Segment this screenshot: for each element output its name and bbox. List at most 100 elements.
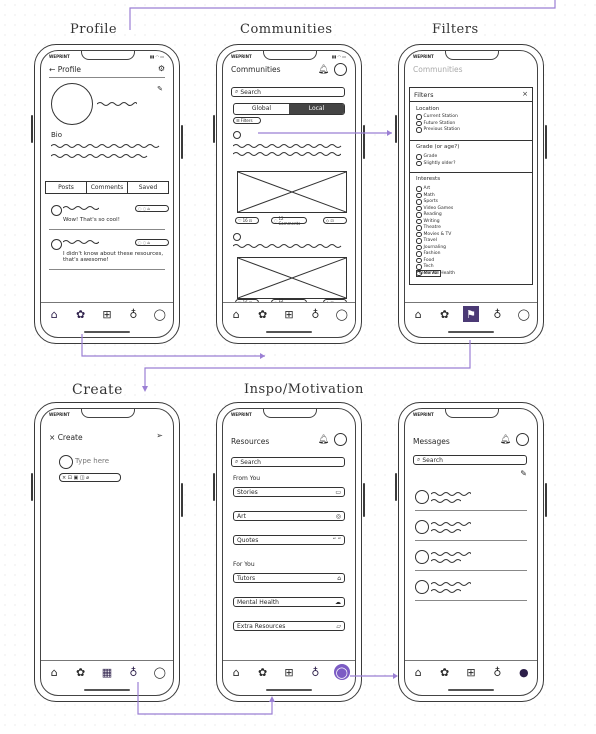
radio-option[interactable]: Future Station	[416, 120, 460, 126]
attachment-toolbar[interactable]: × ⊡ ▣ ◫ ⌀	[59, 473, 121, 482]
community-icon[interactable]: ✿	[257, 665, 268, 679]
bulb-icon[interactable]: ♁	[493, 307, 502, 321]
search-input[interactable]: ⌕Search	[231, 457, 345, 467]
chat-icon[interactable]: ◯	[335, 307, 348, 321]
search-input[interactable]: ⌕Search	[413, 455, 527, 465]
add-icon[interactable]: ⊞	[466, 665, 476, 679]
avatar[interactable]	[334, 63, 347, 76]
clear-all-button[interactable]: Clear All	[416, 270, 441, 277]
close-icon[interactable]: ×	[522, 90, 528, 98]
search-icon: ⌕	[235, 458, 239, 465]
interest-option[interactable]: Writing	[416, 218, 455, 224]
bulb-icon[interactable]: ♁	[129, 665, 138, 679]
list-item[interactable]	[415, 515, 527, 541]
interest-option[interactable]: Movies & TV	[416, 231, 455, 237]
bell-icon[interactable]: 🔔︎	[317, 434, 329, 445]
home-icon[interactable]: ⌂	[414, 665, 422, 679]
comment-actions[interactable]: ◌ ◌ ⌂	[135, 205, 169, 212]
chat-icon[interactable]: ●	[518, 665, 529, 679]
list-item[interactable]	[415, 575, 527, 601]
home-icon[interactable]: ⌂	[232, 665, 240, 679]
radio-option[interactable]: Current Station	[416, 114, 460, 120]
avatar	[51, 239, 62, 250]
interest-option[interactable]: Fashion	[416, 251, 455, 257]
tab-posts[interactable]: Posts	[46, 182, 87, 193]
status-brand: WEPRINT	[49, 54, 70, 59]
title-communities: Communities	[240, 22, 333, 37]
filters-panel: Filters × Location Current Station Futur…	[409, 87, 533, 285]
home-icon[interactable]: ⌂	[50, 665, 58, 679]
section-label: From You	[233, 475, 261, 482]
tab-global[interactable]: Global	[251, 105, 272, 112]
comment-actions[interactable]: ◌ ◌ ⌂	[135, 239, 169, 246]
home-icon[interactable]: ⌂	[50, 307, 58, 321]
close-icon[interactable]: ×	[49, 433, 56, 442]
interest-option[interactable]: Tech	[416, 264, 455, 270]
radio-option[interactable]: Slightly older?	[416, 160, 456, 166]
radio-option[interactable]: Previous Station	[416, 127, 460, 133]
bulb-icon[interactable]: ♁	[493, 665, 502, 679]
community-icon[interactable]: ✿	[75, 307, 86, 321]
radio-option[interactable]: Grade	[416, 154, 456, 160]
avatar[interactable]	[334, 433, 347, 446]
list-item[interactable]	[415, 545, 527, 571]
section-label: Grade (or age?)	[416, 144, 460, 150]
edit-icon[interactable]: ✎	[157, 85, 163, 93]
interest-option[interactable]: Video Games	[416, 205, 455, 211]
resource-extra[interactable]: Extra Resources▱	[233, 621, 345, 631]
resource-tutors[interactable]: Tutors⌂	[233, 573, 345, 583]
interest-option[interactable]: Theatre	[416, 225, 455, 231]
add-icon[interactable]: ⊞	[102, 307, 112, 321]
resource-art[interactable]: Art◎	[233, 511, 345, 521]
interest-option[interactable]: Journaling	[416, 244, 455, 250]
tab-bar: ⌂ ✿ ⚑ ♁ ◯	[405, 302, 537, 325]
community-icon[interactable]: ✿	[439, 665, 450, 679]
resource-stories[interactable]: Stories▭	[233, 487, 345, 497]
add-icon[interactable]: ▦	[101, 665, 113, 679]
back-icon[interactable]: ←	[49, 65, 56, 74]
save-chip[interactable]: ◇ ⊡	[323, 217, 347, 224]
avatar[interactable]	[516, 433, 529, 446]
community-icon[interactable]: ✿	[257, 307, 268, 321]
filters-button[interactable]: ☰ Filters	[233, 117, 261, 124]
profile-tabs: Posts Comments Saved	[45, 181, 169, 194]
avatar[interactable]	[51, 83, 93, 125]
send-icon[interactable]: ➢	[156, 431, 163, 440]
interest-option[interactable]: Art	[416, 186, 455, 192]
interest-option[interactable]: Food	[416, 257, 455, 263]
filter-icon[interactable]: ⚑	[462, 306, 479, 322]
bulb-icon[interactable]: ♁	[311, 665, 320, 679]
tab-comments[interactable]: Comments	[87, 182, 128, 193]
bell-icon[interactable]: 🔔︎	[317, 64, 329, 75]
resource-quotes[interactable]: Quotes“ ”	[233, 535, 345, 545]
home-icon[interactable]: ⌂	[414, 307, 422, 321]
like-chip[interactable]: ♡16 ⊡	[235, 217, 259, 224]
chat-icon[interactable]: ◯	[153, 665, 166, 679]
resource-mental-health[interactable]: Mental Health☁	[233, 597, 345, 607]
compose-icon[interactable]: ✎	[520, 469, 527, 478]
chat-icon[interactable]: ◯	[333, 664, 350, 680]
bulb-icon[interactable]: ♁	[129, 307, 138, 321]
chat-icon[interactable]: ◯	[153, 307, 166, 321]
interest-option[interactable]: Travel	[416, 238, 455, 244]
add-icon[interactable]: ⊞	[284, 307, 294, 321]
interest-option[interactable]: Sports	[416, 199, 455, 205]
tab-saved[interactable]: Saved	[138, 184, 158, 191]
community-icon[interactable]: ✿	[75, 665, 86, 679]
interest-option[interactable]: Math	[416, 192, 455, 198]
community-icon[interactable]: ✿	[439, 307, 450, 321]
gear-icon[interactable]: ⚙	[157, 64, 165, 73]
chat-icon[interactable]: ◯	[517, 307, 530, 321]
bulb-icon[interactable]: ♁	[311, 307, 320, 321]
comments-chip[interactable]: ◌ 12 Comments	[271, 216, 307, 226]
tab-local[interactable]: Local	[289, 104, 344, 114]
bell-icon[interactable]: 🔔︎	[499, 434, 511, 445]
add-icon[interactable]: ⊞	[284, 665, 294, 679]
list-item[interactable]	[415, 485, 527, 511]
avatar	[51, 205, 62, 216]
home-icon[interactable]: ⌂	[232, 307, 240, 321]
interest-option[interactable]: Reading	[416, 212, 455, 218]
post-input[interactable]: Type here	[75, 457, 110, 465]
search-input[interactable]: ⌕Search	[231, 87, 345, 97]
